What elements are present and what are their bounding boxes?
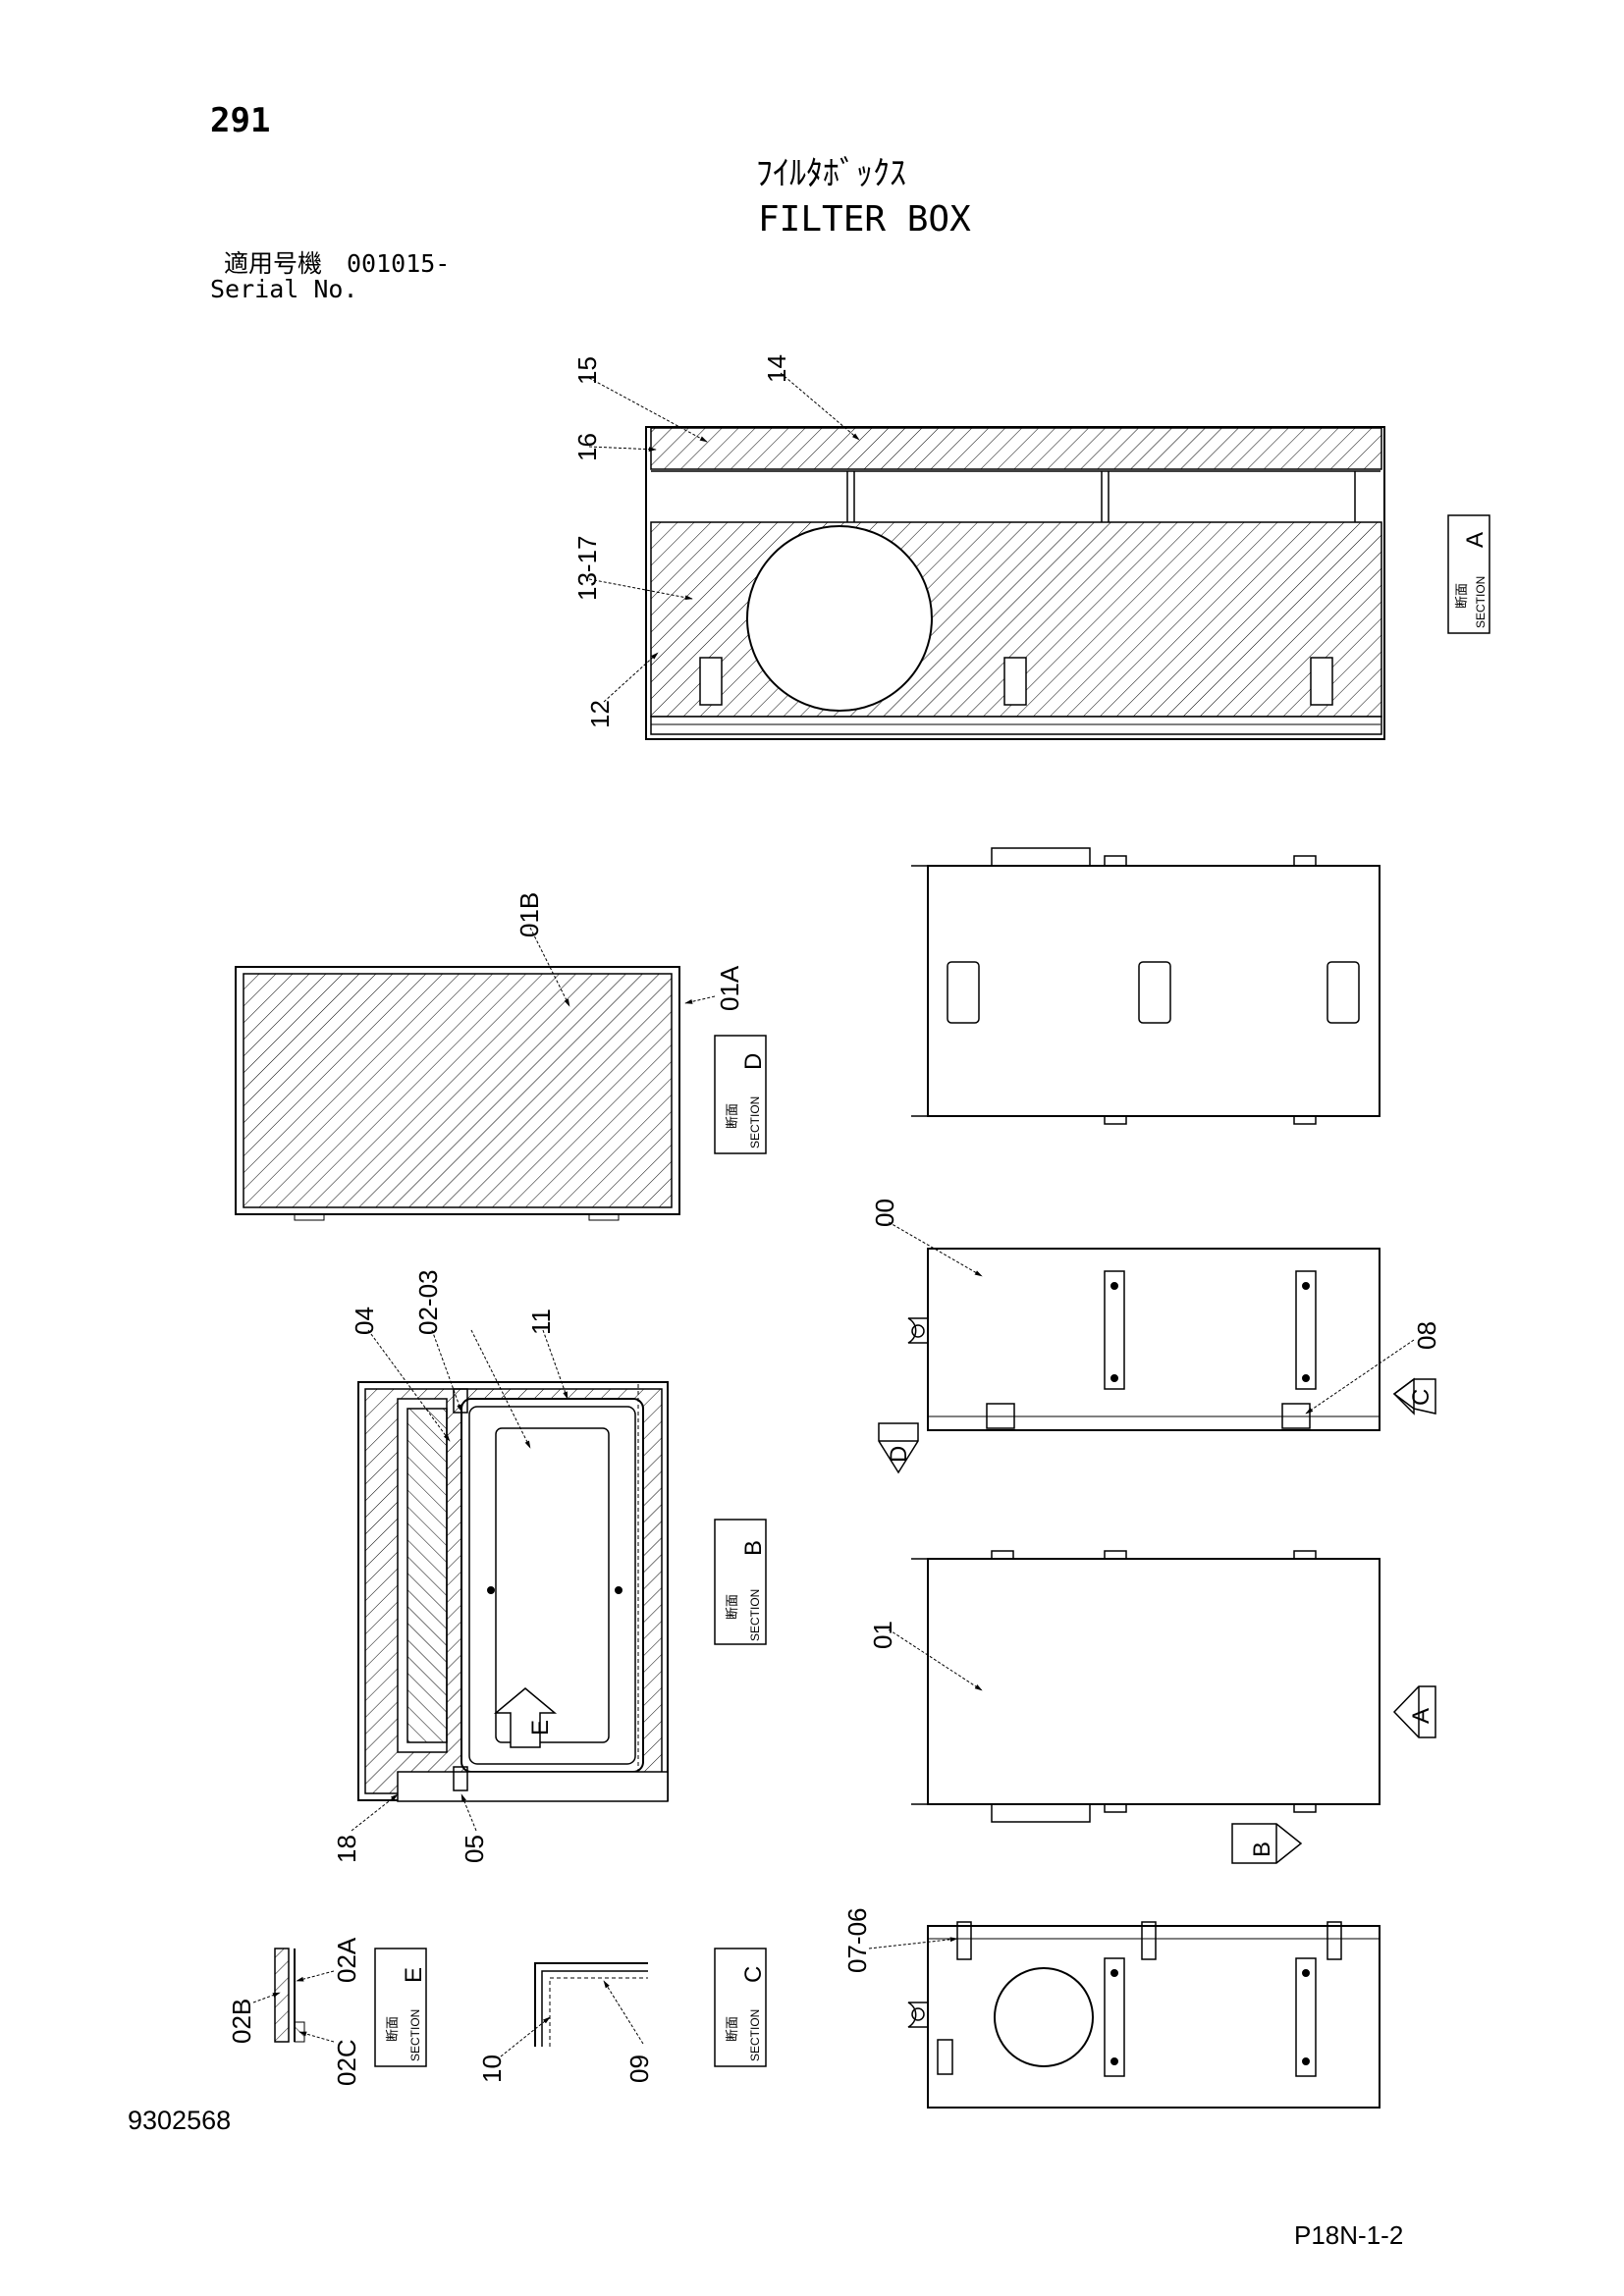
section-e-leaders — [252, 1970, 335, 2043]
svg-text:E: E — [401, 1967, 427, 1983]
section-a-labels: 15 14 16 13-17 12 — [572, 354, 791, 728]
section-e-tag: 断面 SECTION E — [374, 1948, 427, 2067]
svg-text:SECTION: SECTION — [748, 1589, 762, 1641]
bottom-view — [907, 1921, 1380, 2109]
bottom-view-labels: 07-06 — [842, 1908, 872, 1974]
label-02C: 02C — [332, 2039, 361, 2086]
view-arrow-e: E — [493, 1687, 558, 1748]
label-11: 11 — [526, 1308, 556, 1335]
svg-text:D: D — [886, 1446, 912, 1463]
svg-text:断面: 断面 — [725, 1103, 739, 1129]
section-c-tag: 断面 SECTION C — [714, 1948, 767, 2067]
svg-text:SECTION: SECTION — [748, 1096, 762, 1148]
section-d-leaders — [529, 927, 716, 1007]
label-05: 05 — [460, 1835, 489, 1863]
svg-text:断面: 断面 — [385, 2016, 400, 2042]
section-b-labels: 04 02-03 11 18 05 — [332, 1270, 556, 1864]
section-a-leaders — [588, 372, 860, 703]
label-01A: 01A — [715, 965, 744, 1011]
label-16: 16 — [572, 433, 602, 461]
section-e-labels: 02B 02C 02A — [227, 1937, 361, 2086]
view-arrow-a: A — [1392, 1685, 1436, 1738]
view-arrow-d: D — [878, 1422, 919, 1474]
label-12: 12 — [585, 700, 615, 728]
title-english: FILTER BOX — [758, 199, 971, 240]
serial-label-japanese: 適用号機 001015- — [224, 249, 451, 278]
label-13-17: 13-17 — [572, 536, 602, 602]
section-d-labels: 01B 01A — [514, 892, 744, 1011]
label-02-03: 02-03 — [413, 1270, 443, 1336]
svg-text:SECTION: SECTION — [748, 2009, 762, 2061]
section-b-tag: 断面 SECTION B — [714, 1519, 767, 1645]
label-01: 01 — [868, 1621, 897, 1649]
svg-text:C: C — [740, 1966, 767, 1983]
label-14: 14 — [762, 354, 791, 383]
label-01B: 01B — [514, 892, 544, 937]
section-a-tag: 断面 SECTION A — [1447, 514, 1490, 634]
svg-text:D: D — [740, 1053, 767, 1070]
label-02A: 02A — [332, 1937, 361, 1983]
section-d-view — [235, 966, 680, 1221]
svg-text:断面: 断面 — [1454, 583, 1469, 609]
section-b-leaders — [351, 1329, 568, 1832]
bottom-view-leaders — [868, 1937, 958, 1949]
document-code: 9302568 — [128, 2106, 232, 2135]
page-code: P18N-1-2 — [1294, 2220, 1404, 2250]
label-04: 04 — [350, 1307, 379, 1335]
section-e-detail — [274, 1948, 305, 2043]
svg-text:E: E — [527, 1720, 554, 1735]
section-c-detail — [534, 1962, 648, 2047]
label-09: 09 — [624, 2055, 654, 2083]
view-01-leaders — [888, 1629, 983, 1691]
serial-label-english: Serial No. — [210, 275, 358, 303]
label-00: 00 — [870, 1199, 899, 1227]
view-00-labels: 00 08 — [870, 1199, 1441, 1350]
section-a-view — [645, 426, 1385, 740]
svg-text:SECTION: SECTION — [408, 2009, 422, 2061]
label-10: 10 — [477, 2055, 507, 2083]
view-01-labels: 01 — [868, 1621, 897, 1649]
svg-text:B: B — [740, 1540, 767, 1556]
section-d-tag: 断面 SECTION D — [714, 1035, 767, 1154]
label-07-06: 07-06 — [842, 1908, 872, 1974]
svg-text:B: B — [1249, 1842, 1275, 1857]
svg-text:断面: 断面 — [725, 2016, 739, 2042]
svg-text:A: A — [1408, 1708, 1435, 1724]
svg-text:断面: 断面 — [725, 1594, 739, 1620]
label-08: 08 — [1412, 1321, 1441, 1350]
section-c-leaders — [500, 1980, 644, 2057]
label-18: 18 — [332, 1835, 361, 1863]
view-arrow-b: B — [1231, 1823, 1303, 1864]
view-00 — [907, 1248, 1380, 1431]
view-00-leaders — [888, 1221, 1415, 1415]
label-02B: 02B — [227, 1999, 256, 2044]
svg-text:C: C — [1408, 1389, 1435, 1406]
side-elevation-view — [911, 847, 1380, 1125]
label-15: 15 — [572, 356, 602, 385]
title-japanese: ﾌｲﾙﾀﾎﾞｯｸｽ — [756, 154, 906, 193]
svg-text:SECTION: SECTION — [1474, 576, 1488, 628]
page-number: 291 — [210, 101, 271, 140]
view-arrow-c: C — [1392, 1377, 1436, 1415]
svg-text:A: A — [1462, 532, 1489, 548]
view-01 — [911, 1550, 1380, 1823]
section-c-labels: 10 09 — [477, 2055, 654, 2083]
